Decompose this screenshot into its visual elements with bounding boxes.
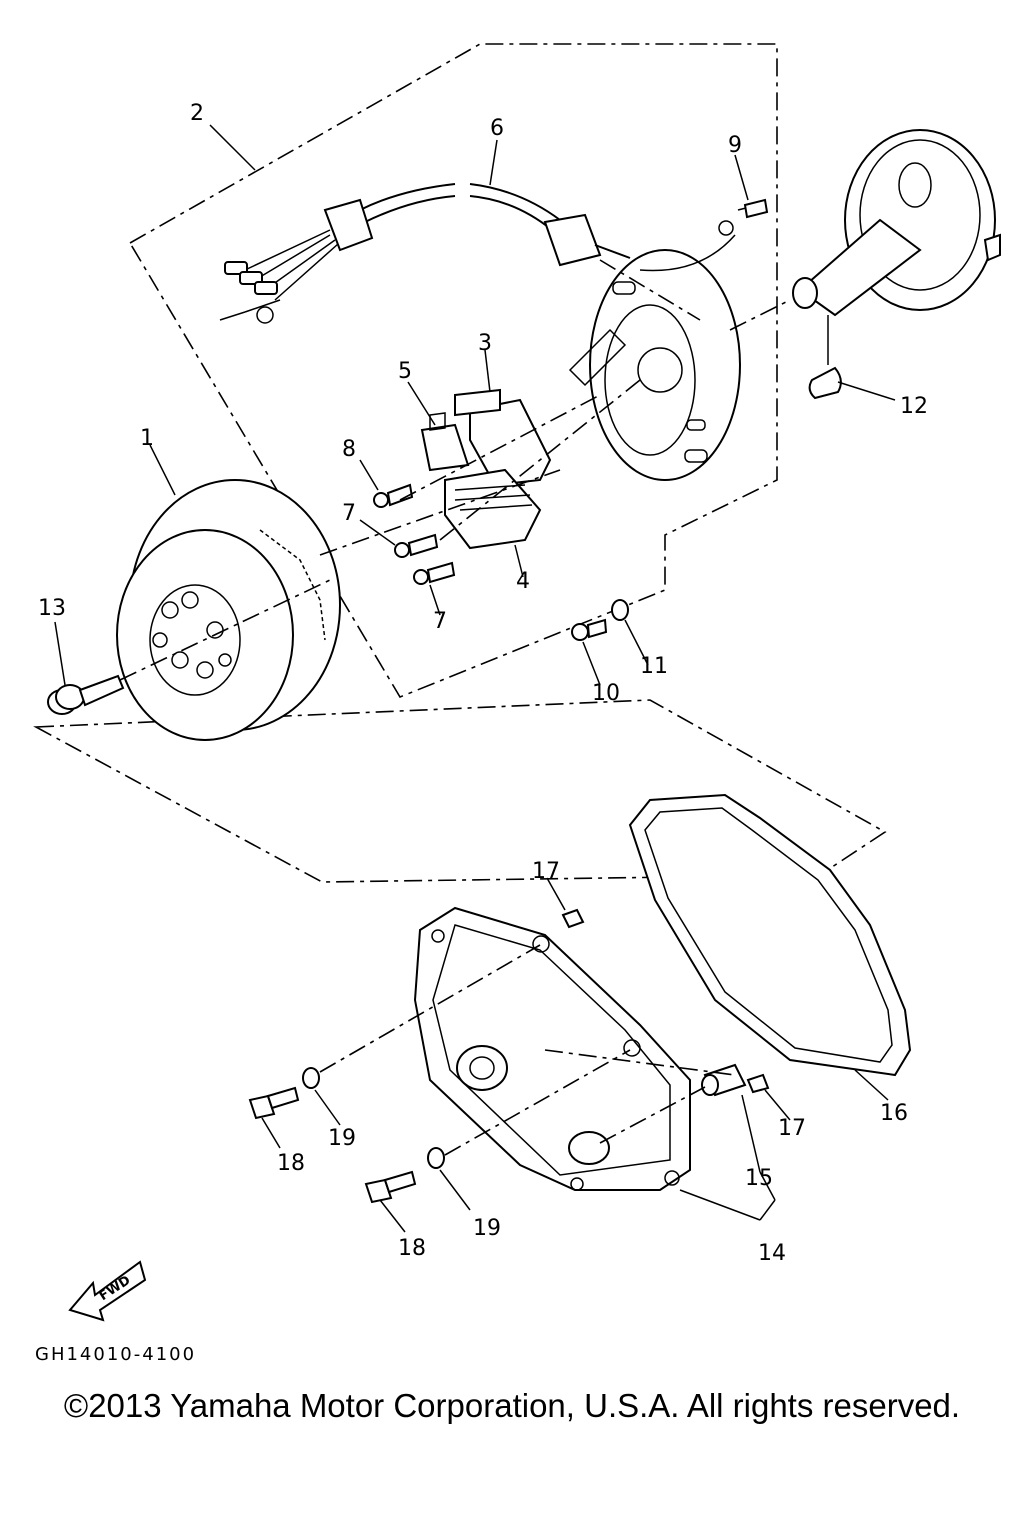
callout-19-lower: 19 xyxy=(473,1216,501,1241)
callout-7-upper: 7 xyxy=(342,501,356,526)
callout-19-upper: 19 xyxy=(328,1126,356,1151)
screw-8 xyxy=(373,483,414,508)
washer-19-lower xyxy=(427,1147,445,1169)
dowel-pin-15 xyxy=(701,1063,747,1097)
washer-19-upper xyxy=(302,1067,320,1089)
callout-5: 5 xyxy=(398,359,412,384)
stator-coil-lower xyxy=(444,468,542,550)
leader-lines xyxy=(54,124,896,1233)
callout-18-lower: 18 xyxy=(398,1236,426,1261)
bolt-10 xyxy=(571,618,608,641)
callout-11: 11 xyxy=(640,654,668,679)
callout-6: 6 xyxy=(490,116,504,141)
callout-12: 12 xyxy=(900,394,928,419)
callout-18-upper: 18 xyxy=(277,1151,305,1176)
screw-7-upper xyxy=(394,533,439,558)
callout-17-right: 17 xyxy=(778,1116,806,1141)
callout-8: 8 xyxy=(342,437,356,462)
wire-harness xyxy=(219,183,736,324)
callout-13: 13 xyxy=(38,596,66,621)
woodruff-key xyxy=(808,366,842,400)
callout-14: 14 xyxy=(758,1241,786,1266)
screw-7-lower xyxy=(413,561,456,585)
callout-17-top: 17 xyxy=(532,859,560,884)
generator-cover xyxy=(413,906,691,1191)
callout-3: 3 xyxy=(478,331,492,356)
plug-17-right xyxy=(746,1073,770,1094)
callout-2: 2 xyxy=(190,101,204,126)
copyright-notice: ©2013 Yamaha Motor Corporation, U.S.A. A… xyxy=(64,1387,960,1424)
callout-9: 9 xyxy=(728,133,742,158)
flywheel-bolt xyxy=(47,674,125,715)
rotor-flywheel xyxy=(116,479,341,741)
callout-10: 10 xyxy=(592,681,620,706)
crankshaft-housing xyxy=(792,129,1001,317)
reference-code: GH14010-4100 xyxy=(35,1344,196,1365)
stator-base-plate xyxy=(568,249,741,481)
washer-11 xyxy=(611,599,629,621)
plug-17-top xyxy=(561,908,585,929)
alignment-lines xyxy=(119,259,791,1156)
bolt-18-upper xyxy=(248,1086,300,1120)
callout-7-lower: 7 xyxy=(433,609,447,634)
flywheel-group-boundary xyxy=(33,699,887,883)
callout-1: 1 xyxy=(140,426,154,451)
stator-coil-upper xyxy=(454,388,552,487)
callout-16: 16 xyxy=(880,1101,908,1126)
cover-gasket xyxy=(628,793,912,1077)
pickup-coil xyxy=(420,412,470,472)
forward-arrow-icon: FWD xyxy=(68,1260,147,1322)
screw-9 xyxy=(737,198,769,219)
callout-15: 15 xyxy=(745,1166,773,1191)
stator-assembly-boundary xyxy=(128,43,778,698)
bolt-18-lower xyxy=(364,1170,417,1204)
callout-4: 4 xyxy=(516,569,530,594)
